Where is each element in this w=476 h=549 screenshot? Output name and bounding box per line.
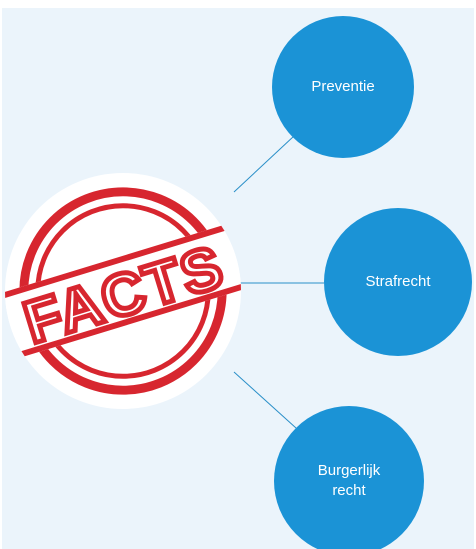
- node-strafrecht: Strafrecht: [324, 208, 472, 356]
- node-strafrecht-label: Strafrecht: [365, 273, 431, 290]
- node-preventie-label: Preventie: [311, 78, 375, 95]
- connector-burgerlijk-recht: [233, 371, 297, 429]
- node-burgerlijk-recht-label: Burgerlijk recht: [317, 462, 381, 499]
- connector-lines: [233, 135, 324, 429]
- diagram-canvas: FACTS Preventie Strafrecht Burgerlijk re…: [2, 8, 474, 549]
- facts-stamp-icon: FACTS: [4, 172, 242, 410]
- node-burgerlijk-recht: Burgerlijk recht: [274, 406, 424, 549]
- connector-preventie: [233, 135, 295, 193]
- node-preventie: Preventie: [272, 16, 414, 158]
